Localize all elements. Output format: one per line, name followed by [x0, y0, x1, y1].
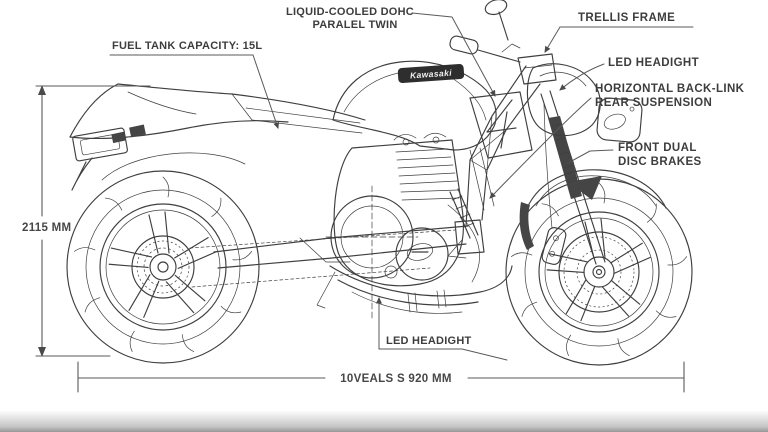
radiator-shroud	[469, 91, 533, 159]
tank-badge: Kawasaki	[397, 63, 465, 84]
front-brakes-label-line1: FRONT DUAL	[618, 142, 697, 154]
dimension-height: 2115 MM	[22, 85, 151, 357]
front-brake-caliper	[541, 227, 567, 265]
cylinder-fins	[395, 148, 460, 201]
front-brakes-label-line2: DISC BRAKES	[618, 156, 702, 168]
fuel-tank: Kawasaki	[332, 60, 497, 151]
mirror	[484, 0, 509, 41]
callout-front-brakes: FRONT DUAL DISC BRAKES	[567, 142, 702, 168]
callout-headlight-bottom: LED HEADIGHT	[376, 297, 508, 361]
seat-tail	[69, 83, 366, 191]
front-fender	[519, 169, 667, 250]
front-panel	[596, 97, 643, 143]
crankcase	[325, 185, 419, 321]
rear-suspension-label-line1: HORIZONTAL BACK-LINK	[595, 83, 745, 95]
dimension-length: 10VEALS S 920 MM	[77, 361, 685, 393]
headlight-cowl	[526, 63, 601, 137]
brand-badge-text: Kawasaki	[410, 68, 453, 81]
engine	[325, 132, 495, 321]
length-dimension-value: 10VEALS S 920 MM	[340, 373, 452, 385]
headlight-right-label: LED HEADIGHT	[608, 57, 699, 69]
callout-frame: TRELLIS FRAME	[544, 12, 694, 53]
headlight-bottom-label: LED HEADIGHT	[386, 335, 472, 347]
front-brake-disc	[558, 231, 640, 313]
rear-brake-disc	[131, 235, 195, 299]
callout-fuel-tank: FUEL TANK CAPACITY: 15L	[109, 40, 280, 129]
front-end	[449, 0, 667, 265]
height-dimension-value: 2115 MM	[22, 222, 71, 234]
front-wheel	[505, 178, 693, 366]
fuel-tank-label: FUEL TANK CAPACITY: 15L	[112, 40, 262, 52]
callout-engine: LIQUID-COOLED DOHC PARALEL TWIN	[286, 6, 496, 97]
rear-suspension-label-line2: REAR SUSPENSION	[595, 97, 712, 109]
callout-headlight-right: LED HEADIGHT	[559, 57, 699, 91]
engine-label-line1: LIQUID-COOLED DOHC	[286, 6, 414, 18]
engine-label-line2: PARALEL TWIN	[312, 19, 397, 31]
clutch-cover	[395, 227, 449, 281]
exhaust	[329, 265, 513, 314]
callout-rear-suspension: HORIZONTAL BACK-LINK REAR SUSPENSION	[489, 83, 745, 199]
handlebar	[449, 35, 521, 63]
frame-label: TRELLIS FRAME	[578, 12, 675, 24]
